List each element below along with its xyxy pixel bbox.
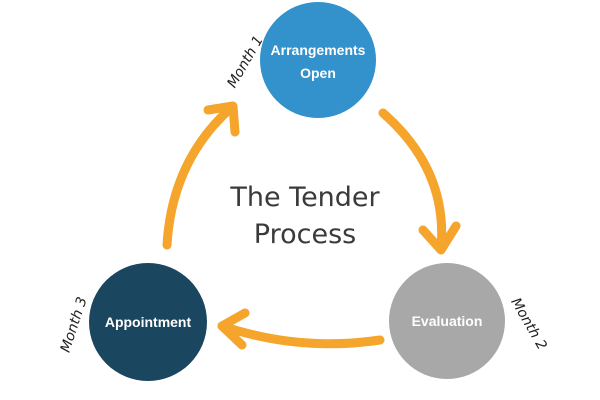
node-evaluation: Evaluation [389, 263, 505, 379]
month-label-3: Month 3 [58, 295, 91, 354]
arrow-head-appointment-to-open [203, 101, 240, 137]
arrow-evaluation-to-appointment [217, 321, 385, 349]
center-title-line1: The Tender [229, 182, 380, 213]
node-label-appointment: Appointment [105, 314, 192, 330]
center-title-line2: Process [254, 219, 356, 250]
node-circle-evaluation [389, 263, 505, 379]
arrow-open-to-evaluation [378, 108, 447, 253]
node-label-evaluation: Evaluation [412, 313, 483, 329]
node-circle-arrangements-open [260, 2, 376, 118]
node-label-arrangements-open-line1: Arrangements [271, 42, 366, 58]
arrow-appointment-to-open [162, 102, 237, 250]
cycle-arrows [162, 101, 461, 350]
arrow-head-open-to-evaluation [418, 221, 461, 255]
arrow-head-evaluation-to-appointment [217, 308, 250, 350]
node-label-arrangements-open-line2: Open [300, 65, 336, 81]
month-label-2: Month 2 [507, 295, 550, 353]
node-circle-appointment [89, 263, 207, 381]
node-appointment: Appointment [89, 263, 207, 381]
node-arrangements-open: Arrangements Open [260, 2, 376, 118]
